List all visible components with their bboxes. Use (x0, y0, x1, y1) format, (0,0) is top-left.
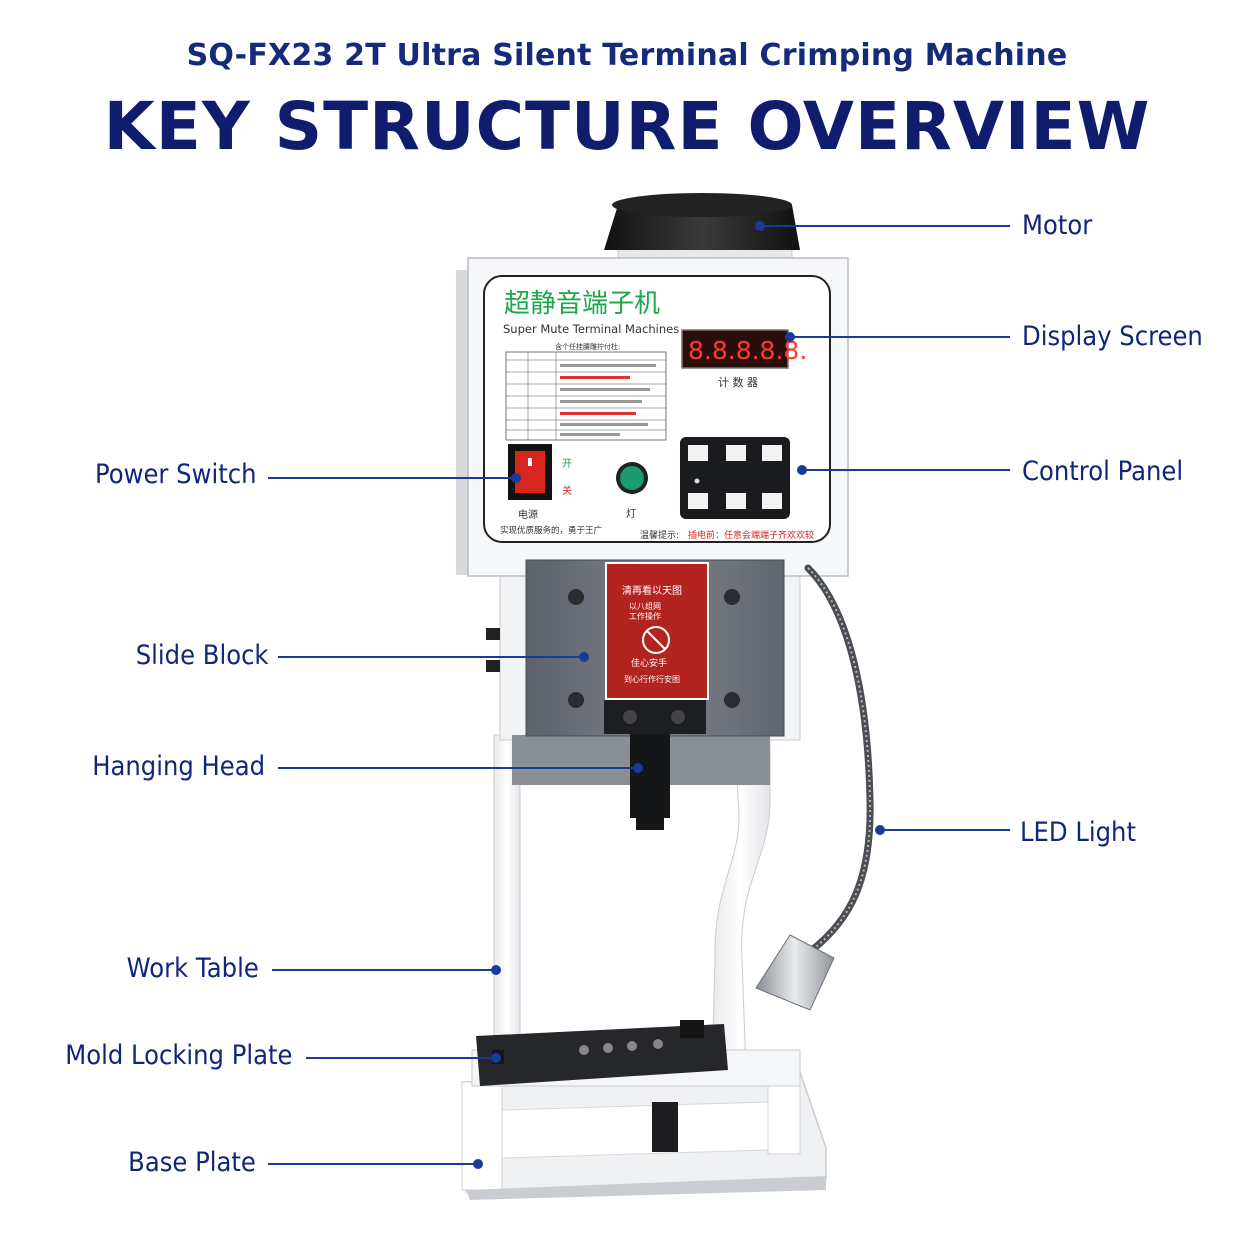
power-label: 电源 (518, 508, 538, 521)
hanging-head (604, 700, 706, 830)
svg-text:到心行作行安图: 到心行作行安图 (624, 674, 680, 684)
counter-label: 计 数 器 (718, 376, 758, 389)
power-switch: 开 关 电源 (508, 444, 572, 521)
led-light-label: LED Light (1020, 817, 1136, 848)
safety-sign: 清再看以天图 以八组网 工作操作 佳心安手 到心行作行安图 (605, 562, 709, 700)
led-light (755, 564, 874, 1011)
base-plate (461, 1071, 827, 1200)
slogan-text: 实现优质服务的，勇于王广 (500, 525, 602, 536)
work-table-label: Work Table (126, 953, 259, 984)
machine-name-cn: 超静音端子机 (504, 289, 660, 319)
motor-label: Motor (1022, 210, 1093, 241)
base-plate-label: Base Plate (128, 1147, 256, 1178)
control-box: 超静音端子机 Super Mute Terminal Machines 含个任挂… (456, 257, 849, 577)
display-screen-label: Display Screen (1022, 321, 1203, 352)
subtitle: SQ-FX23 2T Ultra Silent Terminal Crimpin… (186, 38, 1068, 73)
control-panel (680, 437, 790, 519)
slide-block-label: Slide Block (135, 640, 268, 671)
lamp-switch: 灯 (616, 462, 648, 520)
warning-text: 插电前：任意会端端子齐欢欢较 (688, 529, 814, 541)
page-title: KEY STRUCTURE OVERVIEW (103, 88, 1151, 165)
svg-text:含个任挂腰雕拧付杜:: 含个任挂腰雕拧付杜: (555, 342, 620, 351)
leader-lines (268, 221, 1010, 1169)
svg-text:清再看以天图: 清再看以天图 (622, 584, 682, 597)
lamp-label: 灯 (626, 508, 636, 520)
control-panel-label: Control Panel (1022, 456, 1184, 487)
svg-text:以八组网: 以八组网 (629, 601, 661, 611)
mold-locking-plate-label: Mold Locking Plate (64, 1040, 292, 1071)
warning-prefix: 温馨提示: (640, 529, 679, 541)
display-screen: 8.8.8.8.8. 计 数 器 (681, 329, 807, 389)
switch-off-label: 关 (562, 484, 572, 497)
power-switch-label: Power Switch (94, 459, 256, 490)
spec-table: 含个任挂腰雕拧付杜: (505, 342, 667, 441)
svg-text:佳心安手: 佳心安手 (631, 657, 667, 669)
svg-text:工作操作: 工作操作 (629, 611, 661, 621)
hanging-head-label: Hanging Head (92, 751, 265, 782)
machine-name-en: Super Mute Terminal Machines (503, 322, 679, 336)
switch-on-label: 开 (562, 459, 572, 470)
mold-locking-plate (476, 1020, 728, 1086)
